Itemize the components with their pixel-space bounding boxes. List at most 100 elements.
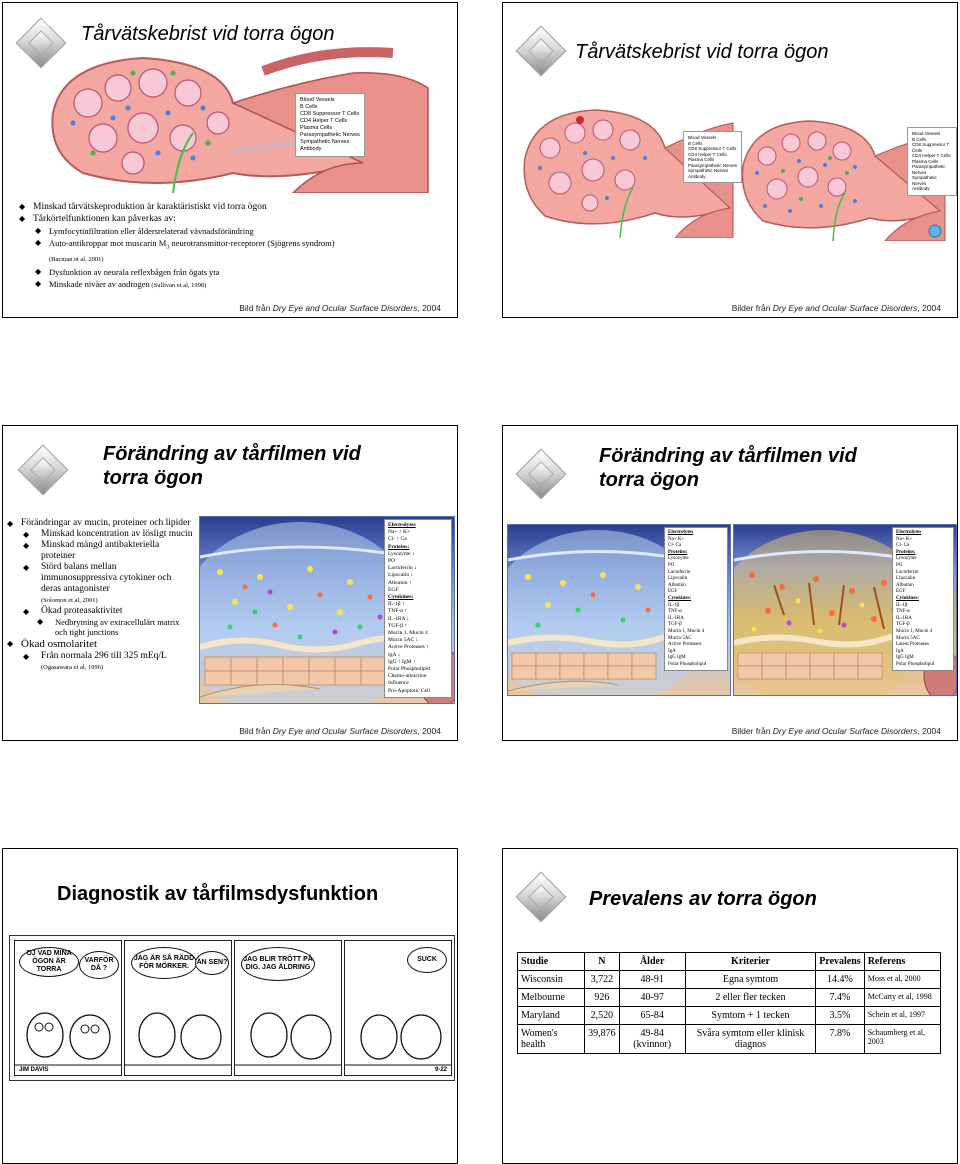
legend-item: Lactoferrin ↓ <box>388 565 417 572</box>
bullet-item: Minskad koncentration av lösligt mucin <box>7 529 193 540</box>
bullet-text: Från normala 296 till 325 mEq/L <box>41 651 167 661</box>
comic-panel: SUCK 9-22 <box>344 940 452 1076</box>
legend-item: IL-1RA ↓ <box>388 615 410 622</box>
legend-item: EGF <box>896 589 906 595</box>
legend-item: Plasma Cells <box>300 125 333 131</box>
bullet-item: Störd balans mellan immunosuppressiva cy… <box>7 562 193 606</box>
legend-heading: Proteins: <box>896 549 916 555</box>
table-cell: 7.4% <box>815 988 865 1007</box>
bullet-list: Förändringar av mucin, proteiner och lip… <box>7 518 193 673</box>
table-header-row: Studie N Ålder Kriterier Prevalens Refer… <box>516 952 942 971</box>
caption-prefix: Bild från <box>239 303 273 313</box>
caption-source: Dry Eye and Ocular Surface Disorders <box>772 726 918 736</box>
legend-item: Parasympathetic Nerves <box>300 132 360 138</box>
bullet-item: Minskad mängd antibakteriella proteiner <box>7 540 193 562</box>
legend-item: B Cells <box>300 104 318 110</box>
legend-item: Antibody <box>912 186 930 191</box>
legend-item: Sympathetic Nerves <box>300 139 350 145</box>
caption-source: Dry Eye and Ocular Surface Disorders <box>272 303 418 313</box>
title-line: torra ögon <box>599 469 699 491</box>
legend-item: Lysozyme <box>668 556 689 562</box>
table-cell: 3,722 <box>584 970 620 989</box>
caption-prefix: Bilder från <box>731 726 773 736</box>
sparkle-icon: ✦ <box>541 440 557 460</box>
table-cell: Wisconsin <box>516 970 586 989</box>
legend-item: CD4 Helper T Cells <box>688 151 727 157</box>
sparkle-icon: ✦ <box>541 863 557 883</box>
legend-item: TNF-α <box>896 609 910 615</box>
legend-item: PO <box>388 558 396 565</box>
bullet-item: Minskade nivåer av androgen (Sullivan et… <box>19 278 449 292</box>
table-cell: 48-91 <box>618 970 686 989</box>
legend-item: Albumin <box>668 582 686 588</box>
legend-item: Chemo-attraction Influence <box>388 673 427 687</box>
cell-legend-left: Blood Vessels B Cells CD8 Suppressor T C… <box>683 131 743 183</box>
title-line: Förändring av tårfilmen vid <box>103 443 361 465</box>
table-cell: Schaumberg et al, 2003 <box>863 1024 942 1054</box>
legend-item: Mucin 1, Mucin 4 <box>896 628 933 634</box>
column-header: Ålder <box>618 952 686 971</box>
tear-film-legend-normal: Electrolytes Na+ K+ Cl- Ca Proteins: Lys… <box>664 527 728 672</box>
caption-prefix: Bilder från <box>731 303 773 313</box>
table-cell: Moss et al, 2000 <box>863 970 942 989</box>
slide-title: Tårvätskebrist vid torra ögon <box>81 23 335 45</box>
sparkle-icon: ✦ <box>43 436 59 456</box>
legend-item: CD4 Helper T Cells <box>300 118 348 124</box>
tear-film-illustration: Electrolytes Na+ ↑ K+ Cl- ↑ Ca Proteins:… <box>199 516 455 704</box>
legend-heading: Electrolytes <box>668 530 694 535</box>
table-cell: 65-84 <box>618 1006 686 1025</box>
legend-item: IgA ↓ <box>388 651 401 658</box>
bullet-item: Auto-antikroppar mot muscarin M3 neurotr… <box>19 237 449 266</box>
legend-item: Active Proteases ↑ <box>388 644 429 651</box>
legend-item: Mucin 5AC <box>668 635 692 641</box>
legend-item: IL-1β <box>896 602 908 608</box>
table-cell: 49-84 (kvinnor) <box>618 1024 686 1054</box>
caption-year: , 2004 <box>417 303 441 313</box>
table-row: Maryland 2,520 65-84 Symtom + 1 tecken 3… <box>516 1006 942 1025</box>
image-credit: Bild från Dry Eye and Ocular Surface Dis… <box>239 726 441 736</box>
bullet-item: Tårkörtelfunktionen kan påverkas av: <box>19 213 449 225</box>
legend-item: Lactoferrin <box>668 569 691 575</box>
slide-title: Prevalens av torra ögon <box>589 888 817 910</box>
legend-item: Latent Proteases <box>896 642 929 648</box>
legend-heading: Proteins: <box>668 549 688 555</box>
bullet-item: Nedbrytning av extracellulärt matrix och… <box>7 617 193 637</box>
slide-5: Diagnostik av tårfilmsdysfunktion OJ VAD… <box>2 848 458 1164</box>
legend-item: Polar Phospholipid <box>896 661 935 667</box>
legend-heading: Cytokines: <box>388 594 414 601</box>
legend-item: IL-1RA <box>668 615 684 621</box>
comic-panel: OJ VAD MINA ÖGON ÄR TORRA VARFÖR DÅ ? JI… <box>14 940 122 1076</box>
legend-item: Cl- Ca <box>896 543 910 549</box>
legend-item: TGF-β <box>668 622 682 628</box>
comic-characters <box>235 1012 341 1066</box>
tear-film-legend: Electrolytes Na+ ↑ K+ Cl- ↑ Ca Proteins:… <box>384 519 452 698</box>
lacrimal-gland-illustration <box>51 47 429 193</box>
legend-item: CD8 Suppressor T Cells <box>688 146 737 151</box>
table-cell: 926 <box>584 988 620 1007</box>
column-header: N <box>584 952 620 971</box>
bullet-item: Dysfunktion av neurala reflexbågen från … <box>19 266 449 278</box>
legend-item: Blood Vessels <box>688 135 717 140</box>
bullet-item: Ökad proteasaktivitet <box>7 606 193 617</box>
legend-item: CD8 Suppressor T Cells <box>912 142 950 153</box>
caption-year: , 2004 <box>917 726 941 736</box>
bullet-item: Från normala 296 till 325 mEq/L (Ogasawa… <box>7 651 193 673</box>
table-cell: 14.4% <box>815 970 865 989</box>
sparkle-icon: ✦ <box>41 11 57 31</box>
legend-item: IgA <box>668 648 676 654</box>
legend-heading: Cytokines: <box>668 595 692 601</box>
legend-item: Polar Phospholipid <box>388 666 431 673</box>
bullet-item: Minskad tårvätskeproduktion är karaktäri… <box>19 201 449 213</box>
legend-heading: Cytokines: <box>896 595 920 601</box>
table-cell: 40-97 <box>618 988 686 1007</box>
legend-item: Lysozyme ↓ <box>388 550 415 557</box>
legend-item: IgG IgM <box>896 655 914 661</box>
legend-item: Plasma Cells <box>688 157 715 162</box>
bullet-text: neurotransmittor-receptorer (Sjögrens sy… <box>169 238 335 248</box>
legend-item: EGF <box>668 589 678 595</box>
comic-panel: JAG BLIR TRÖTT PÅ DIG. JAG ÄLDRING <box>234 940 342 1076</box>
legend-item: Blood Vessels <box>912 131 941 136</box>
legend-item: Pro-Apoptotic Cell <box>388 687 431 694</box>
slide-title: Tårvätskebrist vid torra ögon <box>575 41 829 63</box>
slide-2: ✦ Tårvätskebrist vid torra ögon Blood Ve… <box>502 2 958 318</box>
